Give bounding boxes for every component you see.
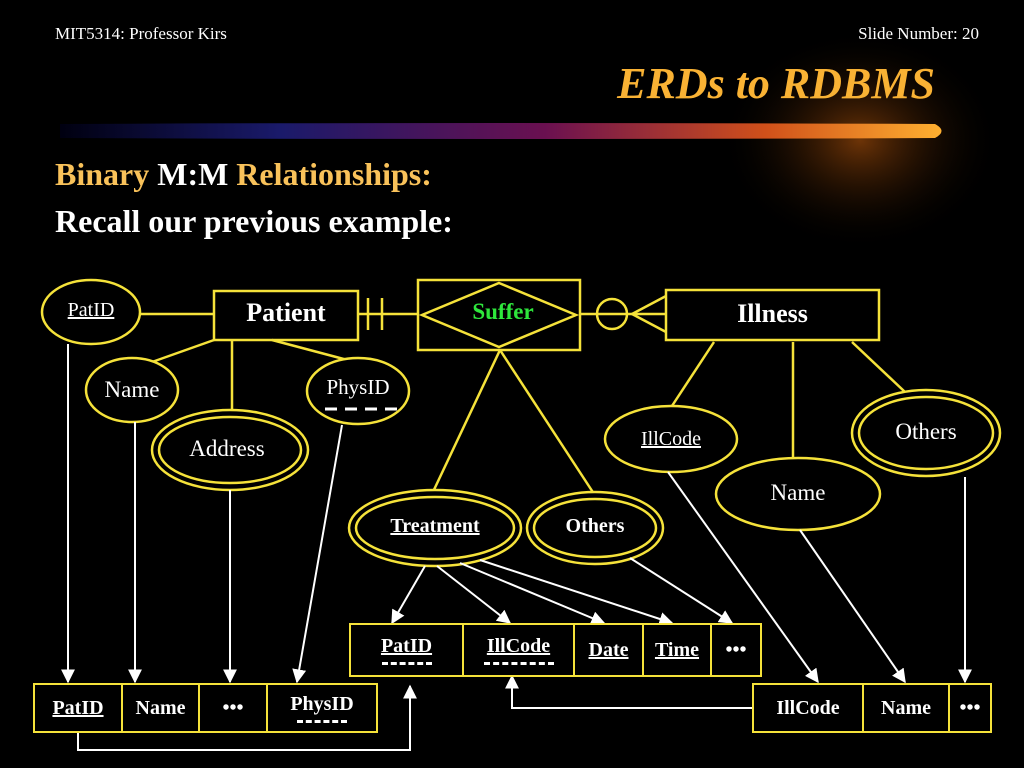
- illness-cardinality-circle: [595, 297, 629, 331]
- patient-table: PatID Name ••• PhysID: [33, 683, 378, 733]
- suffer-others-outer: [525, 490, 665, 566]
- suffer-others-attribute-label: Others: [565, 515, 625, 537]
- decorative-swoosh: [60, 30, 1000, 250]
- illcode-foreign-key-arrow: [505, 674, 752, 709]
- heading-mm: M:M: [157, 156, 229, 192]
- illness-table-illcode: IllCode: [776, 696, 840, 719]
- physid-mapping-arrow: [292, 424, 343, 684]
- illness-table-more: •••: [959, 696, 981, 719]
- heading-relationships: Relationships:: [236, 156, 432, 192]
- illness-table-name-cell: Name: [862, 685, 948, 731]
- patient-entity-label: Patient: [246, 298, 326, 327]
- illness-table: IllCode Name •••: [752, 683, 992, 733]
- suffer-table-time-cell: Time: [642, 625, 710, 675]
- treatment-to-illcode-arrow: [436, 565, 512, 624]
- illcode-attribute-label: IllCode: [641, 428, 701, 450]
- suffer-table-date-cell: Date: [573, 625, 642, 675]
- illness-others-outer: [850, 388, 1002, 478]
- suffer-table-time: Time: [654, 638, 700, 661]
- patid-foreign-key-arrow: [77, 684, 417, 751]
- name-attribute-ellipse: [84, 356, 180, 424]
- suffer-others-connector: [498, 349, 600, 501]
- illness-table-name: Name: [881, 696, 931, 719]
- illcode-mapping-arrow: [667, 471, 819, 684]
- illness-name-attribute-label: Name: [770, 480, 826, 505]
- illness-entity-box: [664, 288, 881, 342]
- suffer-table-more: •••: [725, 638, 747, 661]
- treatment-connector: [430, 349, 502, 495]
- illness-name-attribute-ellipse: [714, 456, 882, 532]
- heading-binary: Binary: [55, 156, 150, 192]
- treatment-attribute-outer: [347, 488, 523, 568]
- illness-others-connector: [851, 341, 906, 393]
- patid-attribute-label: PatID: [67, 299, 115, 321]
- address-attribute-inner: [157, 415, 303, 485]
- suffer-table-illcode: IllCode: [486, 635, 551, 657]
- patient-table-physid-cell: PhysID: [266, 685, 376, 731]
- suffer-relationship-diamond: [418, 281, 580, 349]
- suffer-table-patid: PatID: [380, 635, 433, 657]
- patient-table-name: Name: [135, 696, 186, 719]
- suffer-table: PatID IllCode Date Time •••: [349, 623, 762, 677]
- course-label: MIT5314: Professor Kirs: [55, 24, 227, 43]
- suffer-patid-foreign-key-dash: [381, 662, 432, 665]
- suffer-table-illcode-cell: IllCode: [462, 625, 573, 675]
- illcode-connector: [666, 341, 716, 413]
- suffer-table-patid-cell: PatID: [351, 625, 462, 675]
- illness-crowfoot-bottom: [631, 312, 667, 334]
- illness-entity-label: Illness: [737, 299, 808, 328]
- name-connector: [151, 338, 215, 364]
- illness-crowfoot-top: [631, 294, 667, 316]
- suffer-table-more-cell: •••: [710, 625, 760, 675]
- slide-title: ERDs to RDBMS: [617, 59, 935, 108]
- slide-number: Slide Number: 20: [858, 24, 979, 43]
- illness-name-mapping-arrow: [799, 529, 906, 684]
- address-attribute-label: Address: [189, 436, 265, 461]
- patient-entity-box: [212, 289, 360, 342]
- suffer-relationship-box: [416, 278, 582, 352]
- physid-connector: [271, 338, 356, 364]
- name-attribute-label: Name: [104, 377, 160, 402]
- patient-table-name-cell: Name: [121, 685, 198, 731]
- others-to-extra-arrow: [629, 557, 734, 624]
- treatment-to-date-arrow: [459, 562, 606, 625]
- treatment-to-time-arrow: [479, 559, 674, 626]
- patient-table-patid-cell: PatID: [35, 685, 121, 731]
- treatment-to-patid-arrow: [391, 565, 426, 625]
- patient-table-patid: PatID: [52, 696, 104, 719]
- treatment-attribute-label: Treatment: [390, 515, 480, 537]
- patient-table-more-cell: •••: [198, 685, 266, 731]
- suffer-relationship-label: Suffer: [472, 299, 534, 324]
- illness-others-attribute-label: Others: [895, 419, 957, 444]
- suffer-table-date: Date: [588, 638, 629, 661]
- illness-table-more-cell: •••: [948, 685, 990, 731]
- patient-table-physid: PhysID: [290, 693, 354, 715]
- patid-attribute-ellipse: [40, 278, 142, 346]
- treatment-attribute-inner: [354, 495, 516, 561]
- illness-table-illcode-cell: IllCode: [754, 685, 862, 731]
- suffer-others-inner: [532, 497, 658, 559]
- physid-attribute-label: PhysID: [326, 375, 390, 399]
- suffer-illcode-foreign-key-dash: [483, 662, 554, 665]
- illcode-attribute-ellipse: [603, 404, 739, 474]
- slide-heading: Binary M:M Relationships:: [55, 156, 432, 193]
- patient-table-more: •••: [222, 696, 244, 719]
- physid-foreign-key-dash: [297, 720, 347, 723]
- slide-subheading: Recall our previous example:: [55, 203, 453, 239]
- illness-others-inner: [857, 395, 995, 471]
